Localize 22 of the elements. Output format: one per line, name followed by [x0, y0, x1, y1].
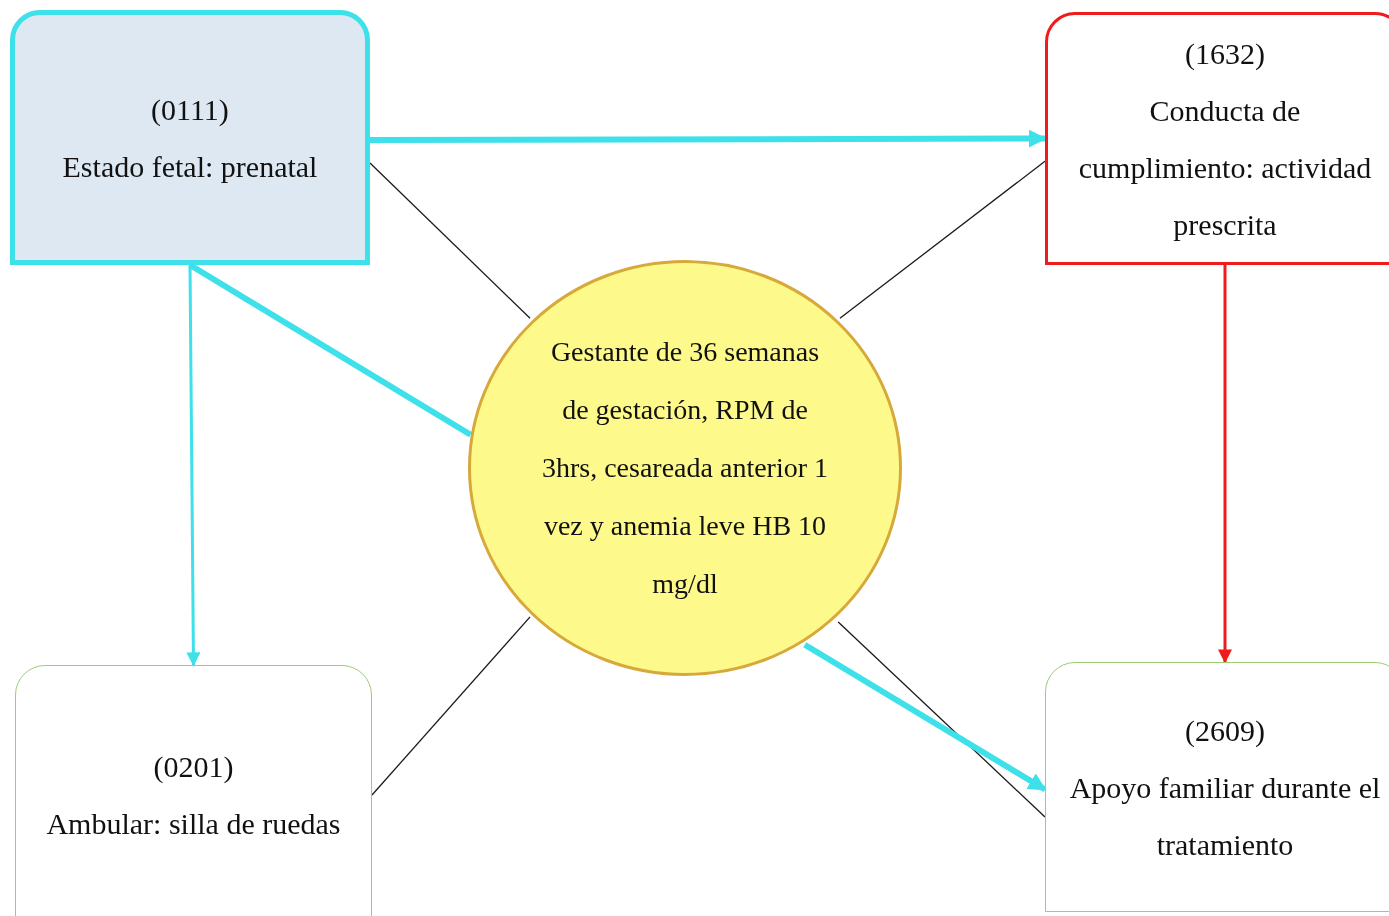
connector-line — [371, 616, 531, 796]
connector-line — [369, 162, 531, 319]
outcome-code: (1632) — [1184, 35, 1266, 72]
outcome-box — [15, 665, 372, 916]
arrow — [370, 129, 1047, 148]
arrow — [1218, 265, 1232, 664]
outcome-box — [1045, 662, 1389, 912]
patient-circle — [468, 260, 902, 676]
outcome-title: Apoyo familiar durante el tratamiento — [1068, 769, 1382, 863]
outcome-code: (2609) — [1184, 712, 1266, 749]
connector-line — [839, 160, 1046, 319]
outcome-title: Estado fetal: prenatal — [61, 148, 319, 185]
outcome-box — [10, 10, 370, 265]
outcome-code: (0201) — [152, 749, 235, 785]
arrow — [186, 265, 201, 667]
arrow — [803, 642, 1047, 793]
case-description: Gestante de 36 semanas de gestación, RPM de 3hrs, cesareada anterior 1 vez y anemia leve HB 10 mg/dl — [540, 335, 830, 601]
outcome-box — [1045, 12, 1389, 265]
connector-line — [837, 621, 1046, 818]
outcome-title: Conducta de cumplimiento: actividad prescrita — [1077, 92, 1373, 243]
outcome-code: (0111) — [150, 91, 230, 128]
outcome-title: Ambular: silla de ruedas — [45, 806, 342, 842]
